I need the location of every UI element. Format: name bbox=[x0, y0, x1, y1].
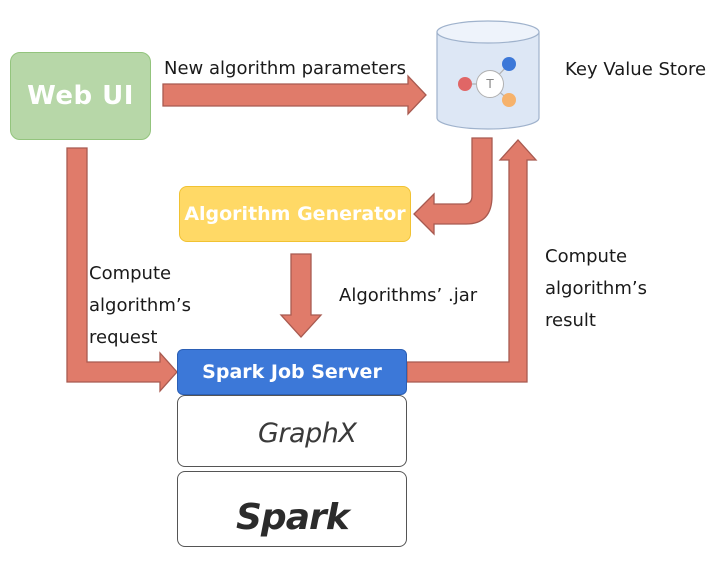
spark-box bbox=[177, 471, 407, 547]
web-ui-node: Web UI bbox=[10, 52, 151, 140]
edge-label-algorithms-jar: Algorithms’ .jar bbox=[339, 285, 478, 306]
arrow-algorithms-jar bbox=[279, 253, 323, 338]
spark-job-server-node: Spark Job Server bbox=[177, 349, 407, 395]
spark-job-server-label: Spark Job Server bbox=[202, 361, 382, 383]
arrow-new-params bbox=[162, 74, 427, 116]
edge-label-compute-request: Compute algorithm’s request bbox=[89, 263, 191, 348]
algorithm-generator-node: Algorithm Generator bbox=[179, 186, 411, 242]
edge-label-compute-result: Compute algorithm’s result bbox=[545, 246, 647, 331]
kv-center-node: T bbox=[476, 70, 504, 98]
arrow-compute-request bbox=[66, 147, 178, 393]
web-ui-label: Web UI bbox=[27, 81, 134, 111]
arrow-compute-result bbox=[406, 139, 538, 383]
algorithm-generator-label: Algorithm Generator bbox=[184, 203, 406, 225]
graphx-box bbox=[177, 395, 407, 467]
kv-center-node-label: T bbox=[486, 77, 494, 91]
edge-label-new-params: New algorithm parameters bbox=[164, 58, 406, 79]
graphx-label: GraphX bbox=[258, 418, 357, 449]
spark-label: Spark bbox=[236, 497, 350, 538]
arrow-kv-to-generator bbox=[413, 137, 493, 236]
key-value-store-label: Key Value Store bbox=[565, 59, 707, 80]
